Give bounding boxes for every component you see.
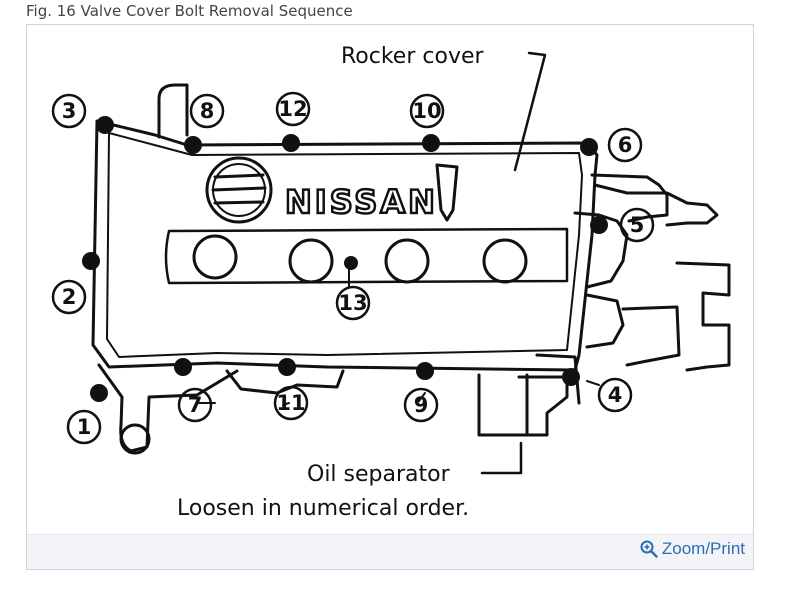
bolt-head-10 [422,134,440,152]
bolt-head-1 [90,384,108,402]
callout-circle-3 [51,93,87,129]
magnifier-plus-icon [640,540,658,558]
lower-pipe-end [119,423,151,455]
callout-7: 7 [188,393,203,417]
callout-13: 13 [338,291,367,315]
bolt-head-3 [96,116,114,134]
callout-circle-9 [403,387,439,423]
bolt-head-11 [278,358,296,376]
callout-1: 1 [77,415,92,439]
callout-2: 2 [62,285,77,309]
bolt-head-9 [416,362,434,380]
instruction-text: Loosen in numerical order. [177,496,469,521]
cover-outline [91,119,599,372]
callout-12: 12 [278,97,307,121]
callout-6: 6 [618,133,633,157]
figure-caption: Fig. 16 Valve Cover Bolt Removal Sequenc… [26,2,353,20]
plug-hole-3 [384,238,430,284]
callout-circle-10 [409,93,445,129]
callout-10: 10 [412,99,441,123]
oil-filler-cap [205,156,273,224]
callout-circle-12 [275,91,311,127]
callout-3: 3 [62,99,77,123]
callout-11: 11 [276,391,305,415]
plug-hole-2 [288,238,334,284]
callout-circle-11 [273,385,309,421]
bolt-head-13 [344,256,358,270]
zoom-print-label: Zoom/Print [661,539,745,558]
bolt-head-8 [184,136,202,154]
callout-circle-13 [335,285,371,321]
callout-circle-4 [597,377,633,413]
figure-frame: NISSAN [26,24,754,570]
cover-inner-outline [106,132,583,358]
bolt-head-5 [590,216,608,234]
callout-circle-1 [66,409,102,445]
nissan-logo-text: NISSAN [285,183,438,221]
bolt-head-6 [580,138,598,156]
callout-circle-2 [51,279,87,315]
plug-hole-4 [482,238,528,284]
zoom-print-link[interactable]: Zoom/Print [640,539,745,559]
bolt-head-4 [562,368,580,386]
callout-circle-8 [189,93,225,129]
callout-9: 9 [414,393,429,417]
oil-separator-leader [480,441,523,475]
breather-pipe [157,83,189,139]
bolt-head-7 [174,358,192,376]
callout-5: 5 [630,213,645,237]
callout-4: 4 [608,383,623,407]
plug-hole-1 [192,234,238,280]
rocker-cover-leader [513,51,547,172]
bolt-head-2 [82,252,100,270]
rocker-cover-label: Rocker cover [341,44,484,69]
callout-circle-7 [177,387,213,423]
bolt-head-12 [282,134,300,152]
valve-cover-diagram: NISSAN [51,44,731,521]
callout-8: 8 [200,99,215,123]
callout-circle-6 [607,127,643,163]
oil-separator-body [477,373,529,437]
oil-separator-label: Oil separator [307,462,451,487]
callout-circle-5 [619,207,655,243]
figure-footer: Zoom/Print [27,534,753,569]
